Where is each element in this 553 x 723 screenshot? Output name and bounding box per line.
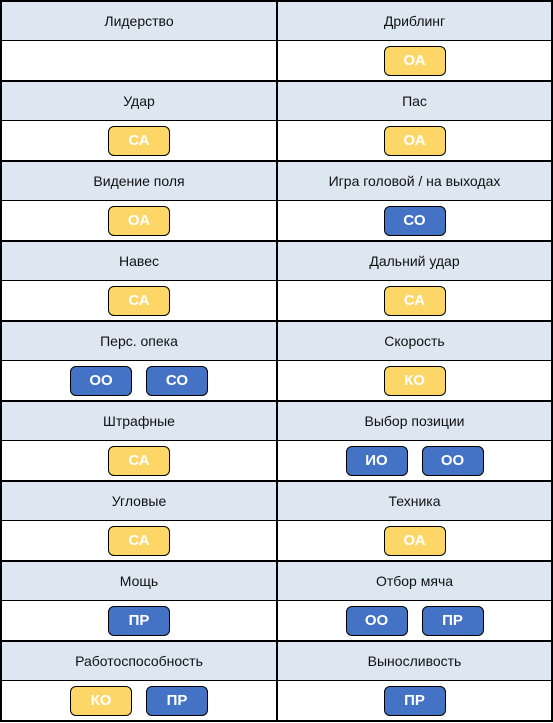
role-badge: СА [108, 285, 170, 316]
badge-row: ОА [278, 521, 551, 560]
role-badge: ОО [421, 445, 484, 476]
attribute-label: Лидерство [2, 2, 276, 41]
badge-row: СА [2, 121, 276, 160]
role-badge: СО [146, 365, 208, 396]
role-badge: ОА [383, 125, 446, 156]
badge-row: СА [278, 281, 551, 320]
role-badge: ОА [383, 525, 446, 556]
badge-row: ОА [2, 201, 276, 240]
role-badge: ИО [345, 445, 408, 476]
badge-row: ПР [278, 681, 551, 720]
attribute-label: Игра головой / на выходах [278, 162, 551, 201]
badge-row: ИО ОО [278, 441, 551, 480]
role-badge: ПР [108, 605, 170, 636]
attribute-label: Дальний удар [278, 242, 551, 281]
badge-row: КО [278, 361, 551, 400]
attribute-cell: Лидерство [0, 2, 276, 82]
badge-row: ОО СО [2, 361, 276, 400]
attribute-label: Перс. опека [2, 322, 276, 361]
attribute-label: Видение поля [2, 162, 276, 201]
attribute-label: Работоспособность [2, 642, 276, 681]
badge-row: СА [2, 521, 276, 560]
role-badge: СА [108, 125, 170, 156]
attribute-label: Штрафные [2, 402, 276, 441]
role-badge: ОА [108, 205, 170, 236]
attribute-label: Угловые [2, 482, 276, 521]
role-badge: СО [383, 205, 446, 236]
badge-row: СО [278, 201, 551, 240]
role-badge: КО [70, 685, 132, 716]
attribute-label: Техника [278, 482, 551, 521]
role-badge: ОО [70, 365, 132, 396]
attribute-label: Скорость [278, 322, 551, 361]
attribute-label: Удар [2, 82, 276, 121]
role-badge: ОО [345, 605, 408, 636]
role-badge: СА [108, 445, 170, 476]
badge-row: СА [2, 281, 276, 320]
badge-row: ОА [278, 41, 551, 80]
role-badge: ПР [383, 685, 446, 716]
role-badge: СА [108, 525, 170, 556]
attribute-label: Выбор позиции [278, 402, 551, 441]
attribute-label: Навес [2, 242, 276, 281]
role-badge: ПР [146, 685, 208, 716]
badge-row: ОО ПР [278, 601, 551, 640]
badge-row: ОА [278, 121, 551, 160]
attribute-label: Отбор мяча [278, 562, 551, 601]
badge-row: КО ПР [2, 681, 276, 720]
role-badge: КО [383, 365, 446, 396]
badge-row: ПР [2, 601, 276, 640]
badge-row [2, 41, 276, 80]
role-badge: ОА [383, 45, 446, 76]
badge-row: СА [2, 441, 276, 480]
attribute-label: Мощь [2, 562, 276, 601]
attribute-label: Пас [278, 82, 551, 121]
attribute-label: Выносливость [278, 642, 551, 681]
role-badge: СА [383, 285, 446, 316]
role-badge: ПР [421, 605, 484, 636]
attribute-label: Дриблинг [278, 2, 551, 41]
